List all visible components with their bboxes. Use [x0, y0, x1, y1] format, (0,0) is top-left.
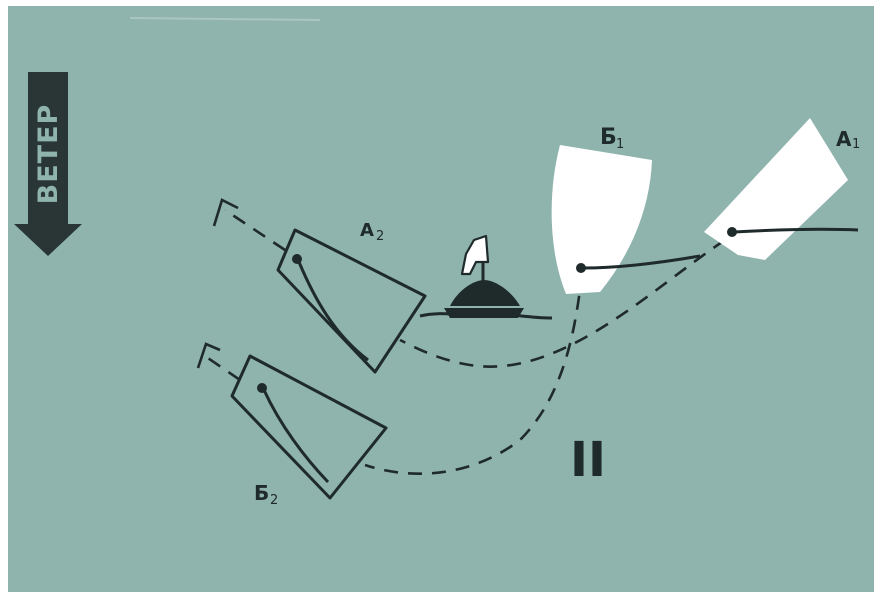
boat-a1-hull — [704, 118, 848, 260]
boat-b2-hull — [230, 354, 388, 500]
boat-b2-boom — [262, 389, 330, 484]
situation-number: II — [570, 432, 606, 488]
boat-b1-boom — [582, 254, 701, 270]
course-b1-to-b2 — [364, 271, 584, 476]
wind-arrow-shape — [14, 72, 82, 256]
heading-tick-b2 — [196, 342, 221, 369]
label-a1: А — [836, 127, 852, 151]
label-a2: А — [360, 220, 374, 241]
boat-b1 — [551, 145, 701, 294]
label-b2: Б — [254, 481, 269, 505]
label-b1: Б — [600, 125, 617, 150]
wind-label: ВЕТЕР — [33, 104, 64, 205]
boat-b1-hull — [551, 145, 652, 294]
wind-arrow: ВЕТЕР — [14, 72, 82, 256]
label-b1-index: 1 — [616, 137, 624, 152]
buoy-base — [444, 308, 524, 318]
boat-a2 — [276, 228, 427, 374]
label-b2-index: 2 — [270, 493, 278, 508]
heading-a2 — [224, 208, 286, 252]
boat-b2 — [230, 354, 388, 500]
boat-b1-mast — [576, 263, 586, 273]
diagram-background — [8, 6, 874, 592]
boat-a1-boom — [733, 227, 859, 234]
heading-tick-a2 — [212, 198, 239, 227]
top-edge-mark — [129, 17, 321, 21]
boat-a1-mast — [727, 227, 737, 237]
heading-b2 — [204, 354, 241, 382]
boat-a2-mast — [292, 254, 302, 264]
turning-buoy — [419, 234, 553, 320]
buoy-body — [450, 280, 520, 306]
boat-a1 — [704, 118, 859, 260]
label-a2-index: 2 — [376, 229, 384, 244]
boat-a2-hull — [276, 228, 427, 374]
course-lines — [204, 208, 726, 476]
label-a1-index: 1 — [852, 137, 860, 152]
boat-a2-boom — [297, 261, 369, 362]
